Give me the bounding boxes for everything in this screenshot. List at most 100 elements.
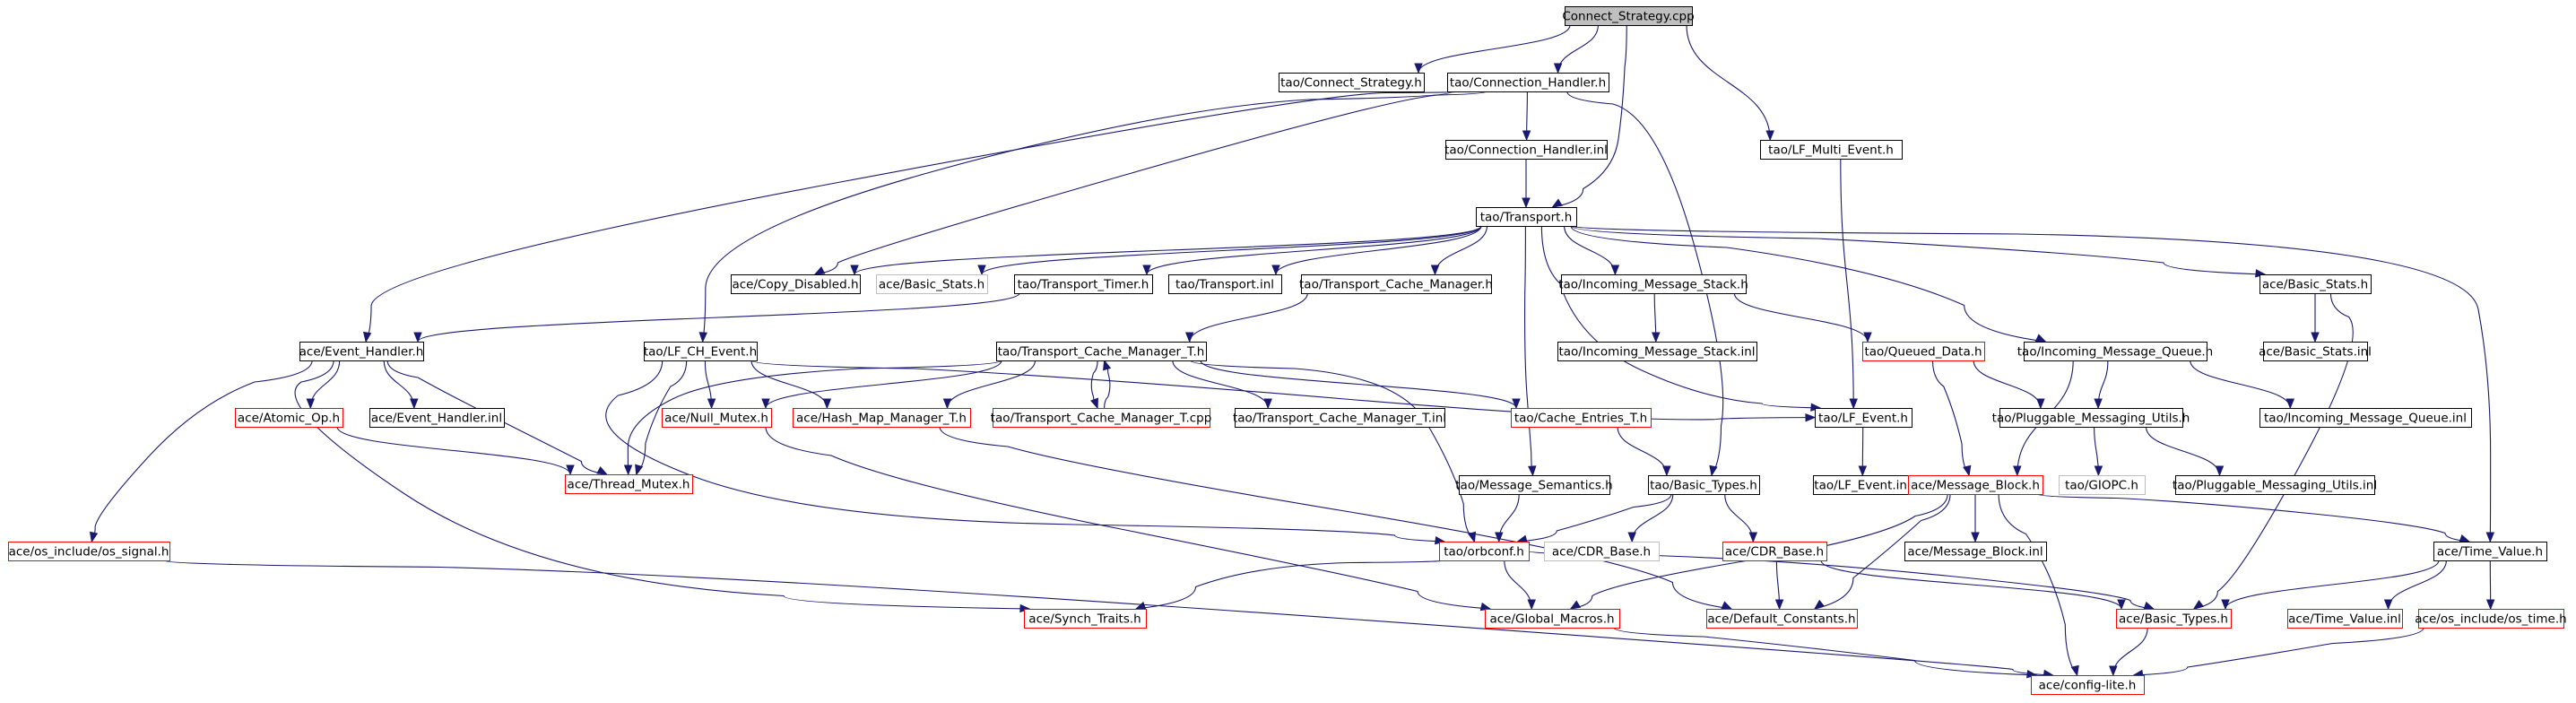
node-ace-default-constants[interactable]: ace/Default_Constants.h — [1706, 609, 1858, 629]
node-tao-transport[interactable]: tao/Transport.h — [1476, 207, 1577, 227]
edge-arrowhead — [2285, 398, 2295, 410]
node-ace-synch-traits[interactable]: ace/Synch_Traits.h — [1024, 609, 1147, 629]
node-root[interactable]: Connect_Strategy.cpp — [1562, 6, 1695, 26]
node-box — [644, 342, 758, 361]
node-label: tao/Connect_Strategy.h — [1280, 76, 1422, 91]
edge-arrowhead — [1551, 198, 1563, 208]
node-tao-message-semantics[interactable]: tao/Message_Semantics.h — [1455, 475, 1613, 495]
node-ace-os-include-os-time[interactable]: ace/os_include/os_time.h — [2415, 609, 2567, 629]
node-tao-incoming-message-stack-inl[interactable]: tao/Incoming_Message_Stack.inl — [1557, 342, 1757, 361]
edge-tao_queued_data-to-tao_pluggable_messaging_utils — [1973, 360, 2042, 409]
node-ace-basic-types[interactable]: ace/Basic_Types.h — [2116, 609, 2232, 629]
node-label: tao/Transport_Cache_Manager_T.h — [998, 345, 1205, 360]
edge-arrowhead — [2485, 599, 2495, 611]
node-box — [1279, 73, 1425, 92]
edge-tao_transport-to-tao_incoming_message_stack — [1564, 225, 1616, 275]
node-ace-event-handler[interactable]: ace/Event_Handler.h — [299, 342, 424, 361]
node-tao-incoming-message-queue-inl[interactable]: tao/Incoming_Message_Queue.inl — [2259, 408, 2472, 428]
node-tao-cache-entries-t[interactable]: tao/Cache_Entries_T.h — [1511, 408, 1652, 428]
node-ace-time-value-inl[interactable]: ace/Time_Value.inl — [2287, 609, 2403, 629]
edge-arrowhead — [1522, 197, 1531, 209]
node-tao-basic-types[interactable]: tao/Basic_Types.h — [1648, 475, 1760, 495]
node-ace-hash-map-manager-t[interactable]: ace/Hash_Map_Manager_T.h — [793, 408, 971, 428]
node-ace-cdr-base[interactable]: ace/CDR_Base.h — [1722, 542, 1827, 561]
edge-arrowhead — [1553, 63, 1563, 74]
edge-arrowhead — [1512, 398, 1521, 410]
node-ace-message-block[interactable]: ace/Message_Block.h — [1908, 475, 2043, 495]
node-box — [876, 274, 988, 294]
node-tao-lf-multi-event[interactable]: tao/LF_Multi_Event.h — [1760, 140, 1903, 160]
node-ace-global-macros[interactable]: ace/Global_Macros.h — [1485, 609, 1620, 629]
node-tao-transport-timer[interactable]: tao/Transport_Timer.h — [1014, 274, 1153, 294]
node-ace-atomic-op[interactable]: ace/Atomic_Op.h — [235, 408, 343, 428]
node-tao-connect-strategy[interactable]: tao/Connect_Strategy.h — [1279, 73, 1425, 92]
node-ace-message-block-inl[interactable]: ace/Message_Block.inl — [1904, 542, 2047, 561]
edge-tao_transport_cache_manager_t-to-ace_hash_map_manager_t — [946, 360, 1036, 409]
node-tao-transport-cache-manager-t-cpp[interactable]: tao/Transport_Cache_Manager_T.cpp — [991, 408, 1212, 428]
node-ace-basic-stats-inl[interactable]: ace/Basic_Stats.inl — [2259, 342, 2372, 361]
edge-tao_lf_ch_event-to-tao_lf_event — [750, 360, 1816, 421]
edge-ace_event_handler-to-ace_synch_traits — [294, 360, 1030, 610]
node-box — [662, 408, 772, 428]
edge-tao_basic_types-to-ace_cdr_base_gray — [1631, 493, 1674, 542]
node-label: ace/CDR_Base.h — [1725, 545, 1824, 560]
edge-arrowhead — [942, 398, 952, 410]
node-ace-time-value[interactable]: ace/Time_Value.h — [2433, 542, 2547, 561]
edge-tao_transport-to-tao_transport_timer — [1146, 225, 1482, 275]
node-ace-os-include-os-signal[interactable]: ace/os_include/os_signal.h — [8, 542, 170, 561]
node-ace-event-handler-inl[interactable]: ace/Event_Handler.inl — [369, 408, 505, 428]
edge-arrowhead — [2215, 465, 2225, 477]
node-box — [1565, 6, 1693, 26]
edge-tao_lf_ch_event-to-tao_orbconf — [605, 360, 1445, 542]
node-tao-queued-data[interactable]: tao/Queued_Data.h — [1862, 342, 1985, 361]
node-tao-lf-event-inl[interactable]: tao/LF_Event.inl — [1813, 475, 1912, 495]
node-box — [369, 408, 505, 428]
edge-arrowhead — [410, 398, 419, 410]
node-tao-lf-ch-event[interactable]: tao/LF_CH_Event.h — [644, 342, 758, 361]
node-tao-incoming-message-stack[interactable]: tao/Incoming_Message_Stack.h — [1558, 274, 1748, 294]
node-box — [996, 342, 1207, 361]
node-ace-null-mutex[interactable]: ace/Null_Mutex.h — [662, 408, 772, 428]
edge-arrowhead — [1528, 465, 1537, 477]
node-label: ace/Null_Mutex.h — [664, 412, 768, 426]
node-box — [2024, 342, 2207, 361]
node-tao-transport-cache-manager[interactable]: tao/Transport_Cache_Manager.h — [1299, 274, 1493, 294]
node-tao-transport-cache-manager-t-inl[interactable]: tao/Transport_Cache_Manager_T.inl — [1233, 408, 1446, 428]
edge-arrowhead — [2094, 398, 2103, 410]
node-box — [2031, 675, 2145, 695]
node-ace-copy-disabled[interactable]: ace/Copy_Disabled.h — [731, 274, 861, 294]
node-label: tao/Pluggable_Messaging_Utils.h — [1992, 412, 2190, 426]
edge-ace_atomic_op-to-ace_thread_mutex — [336, 426, 571, 475]
node-ace-config-lite[interactable]: ace/config-lite.h — [2031, 675, 2145, 695]
edge-arrowhead — [623, 464, 633, 476]
node-box — [1511, 408, 1652, 428]
edge-ace_cdr_base-to-ace_basic_types — [1820, 560, 2122, 610]
node-tao-incoming-message-queue[interactable]: tao/Incoming_Message_Queue.h — [2017, 342, 2214, 361]
node-ace-cdr-base-gray[interactable]: ace/CDR_Base.h — [1544, 542, 1660, 561]
node-ace-basic-stats[interactable]: ace/Basic_Stats.h — [2259, 274, 2372, 294]
edge-arrowhead — [1863, 332, 1872, 343]
node-tao-connection-handler[interactable]: tao/Connection_Handler.h — [1447, 73, 1609, 92]
edge-ace_hash_map_manager_t-to-ace_default_constants — [939, 426, 1731, 610]
node-label: tao/Transport.inl — [1175, 278, 1274, 292]
node-tao-orbconf[interactable]: tao/orbconf.h — [1439, 542, 1530, 561]
edge-arrowhead — [1271, 265, 1280, 276]
node-tao-transport-cache-manager-t[interactable]: tao/Transport_Cache_Manager_T.h — [996, 342, 1207, 361]
node-tao-pluggable-messaging-utils-inl[interactable]: tao/Pluggable_Messaging_Utils.inl — [2173, 475, 2377, 495]
node-box — [793, 408, 971, 428]
node-ace-basic-stats-gray[interactable]: ace/Basic_Stats.h — [876, 274, 988, 294]
node-box — [1999, 408, 2183, 428]
node-box — [1862, 342, 1985, 361]
node-tao-pluggable-messaging-utils[interactable]: tao/Pluggable_Messaging_Utils.h — [1992, 408, 2190, 428]
node-label: tao/Incoming_Message_Queue.inl — [2264, 412, 2467, 426]
node-box — [1648, 475, 1760, 495]
node-tao-transport-inl[interactable]: tao/Transport.inl — [1168, 274, 1282, 294]
node-tao-giopc[interactable]: tao/GIOPC.h — [2059, 475, 2146, 495]
node-tao-lf-event[interactable]: tao/LF_Event.h — [1815, 408, 1912, 428]
edge-arrowhead — [1971, 532, 1980, 543]
node-label: ace/Global_Macros.h — [1489, 612, 1614, 627]
node-tao-connection-handler-inl[interactable]: tao/Connection_Handler.inl — [1444, 140, 1608, 160]
edge-arrowhead — [822, 398, 832, 410]
node-ace-thread-mutex[interactable]: ace/Thread_Mutex.h — [565, 474, 693, 494]
node-box — [1476, 207, 1577, 227]
